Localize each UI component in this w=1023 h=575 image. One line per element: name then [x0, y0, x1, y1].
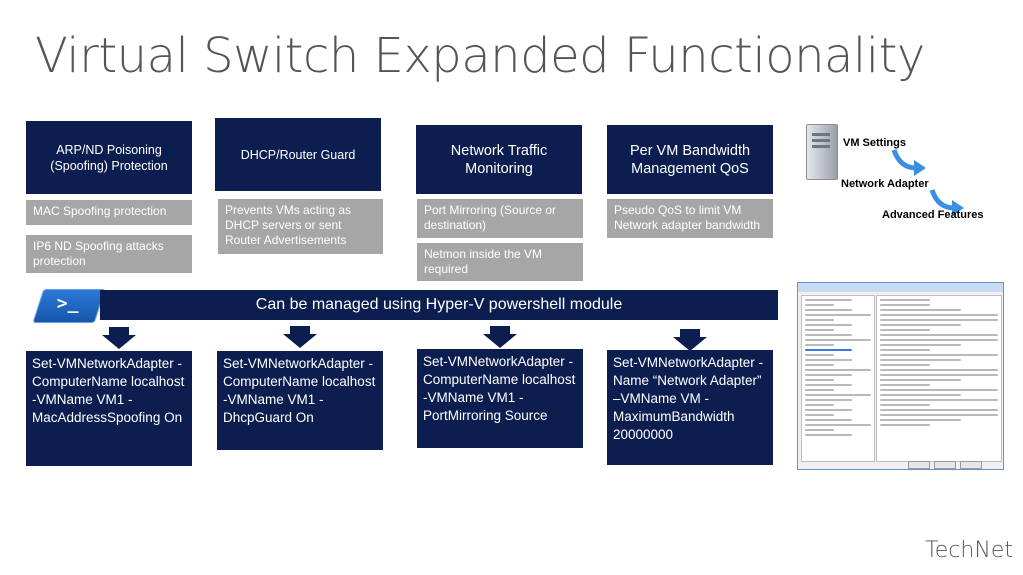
settings-cancel-button — [934, 461, 956, 469]
feature-note: Prevents VMs acting as DHCP servers or s… — [218, 199, 383, 254]
down-arrow-icon — [283, 326, 317, 348]
feature-heading-qos: Per VM Bandwidth Management QoS — [607, 125, 773, 194]
technet-logo: TechNet — [925, 538, 1013, 563]
path-label-vm-settings: VM Settings — [843, 137, 906, 149]
down-arrow-icon — [102, 327, 136, 349]
feature-note: Port Mirroring (Source or destination) — [417, 199, 583, 238]
settings-dialog-titlebar — [798, 283, 1003, 292]
down-arrow-icon — [483, 326, 517, 348]
command-box-dhcp-guard: Set-VMNetworkAdapter -ComputerName local… — [217, 351, 383, 450]
path-label-network-adapter: Network Adapter — [841, 178, 929, 190]
feature-note: IP6 ND Spoofing attacks protection — [26, 235, 192, 273]
command-box-port-mirroring: Set-VMNetworkAdapter -ComputerName local… — [417, 349, 583, 448]
path-label-advanced-features: Advanced Features — [882, 209, 984, 221]
feature-heading-arp: ARP/ND Poisoning (Spoofing) Protection — [26, 121, 192, 194]
command-box-bandwidth: Set-VMNetworkAdapter -Name “Network Adap… — [607, 350, 773, 465]
settings-dialog-tree — [801, 295, 875, 462]
feature-heading-monitoring: Network Traffic Monitoring — [416, 125, 582, 194]
feature-heading-dhcp: DHCP/Router Guard — [215, 118, 381, 191]
settings-dialog-panel — [876, 295, 1002, 462]
feature-note: Netmon inside the VM required — [417, 243, 583, 281]
command-box-mac-spoofing: Set-VMNetworkAdapter -ComputerName local… — [26, 351, 192, 466]
settings-apply-button — [960, 461, 982, 469]
powershell-banner: Can be managed using Hyper-V powershell … — [100, 290, 778, 320]
curved-arrow-icon — [891, 149, 926, 176]
curved-arrow-icon — [929, 189, 964, 216]
settings-ok-button — [908, 461, 930, 469]
feature-note: Pseudo QoS to limit VM Network adapter b… — [607, 199, 773, 238]
powershell-logo-icon: >_ — [32, 289, 106, 323]
feature-note: MAC Spoofing protection — [26, 200, 192, 225]
settings-dialog-thumbnail — [797, 282, 1004, 470]
slide-title: Virtual Switch Expanded Functionality — [35, 28, 925, 84]
down-arrow-icon — [673, 329, 707, 351]
server-icon — [806, 124, 838, 180]
